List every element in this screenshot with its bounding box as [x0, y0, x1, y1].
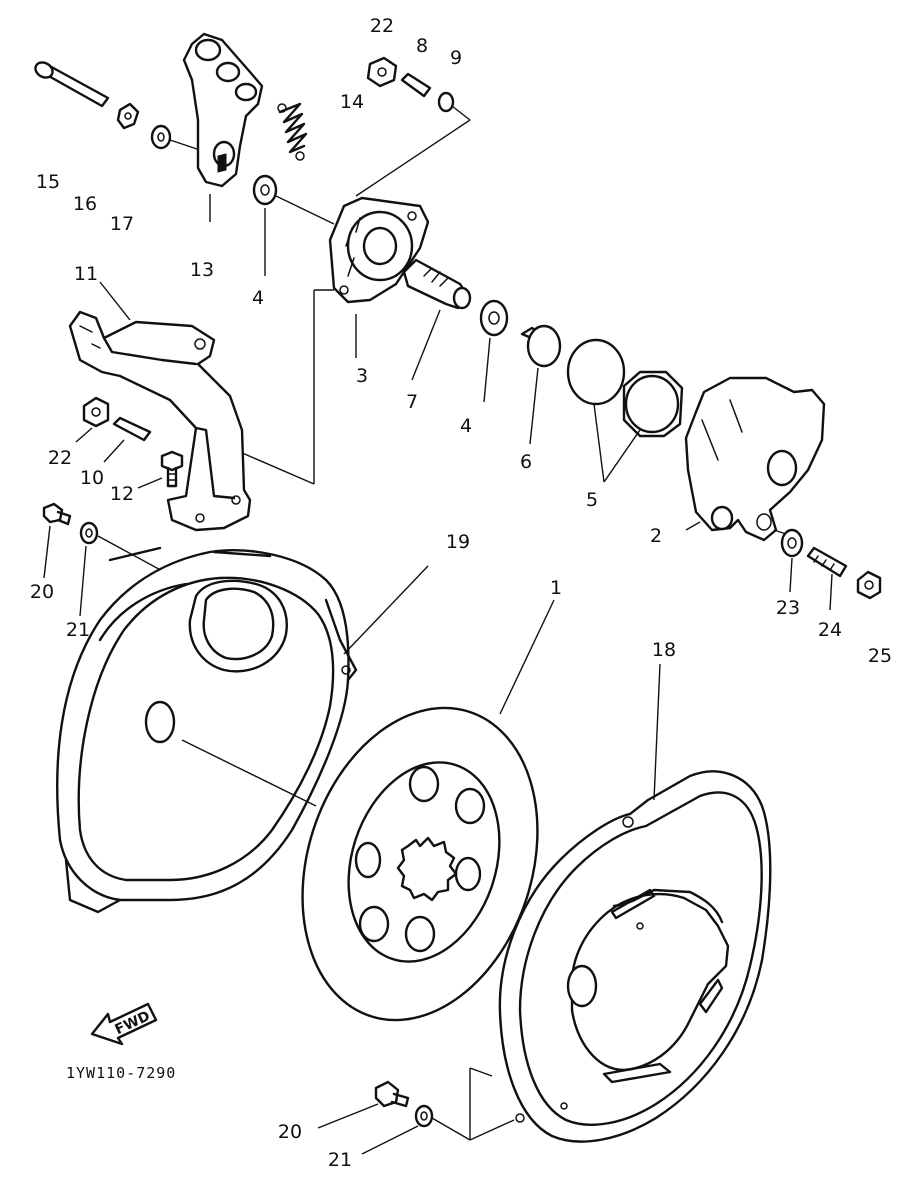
- callout-22-top: 22: [370, 15, 394, 37]
- part-20-bolt-lower: [374, 1080, 410, 1108]
- part-9-clip: [437, 91, 455, 113]
- part-24-stud: [806, 546, 848, 578]
- callout-labels: 15 16 17 13 22 8 9 14 4 3 7 4 6 5 2 11 2…: [30, 15, 892, 1171]
- callout-2: 2: [650, 525, 662, 547]
- callout-21-upper: 21: [66, 619, 90, 641]
- part-21-washer-upper: [79, 521, 99, 545]
- callout-22-left: 22: [48, 447, 72, 469]
- part-25-nut: [856, 570, 882, 600]
- part-3-caliper-plate: [328, 196, 430, 304]
- callout-4-upper: 4: [252, 287, 264, 309]
- callout-3: 3: [356, 365, 368, 387]
- part-23-washer: [780, 528, 804, 558]
- callout-8: 8: [416, 35, 428, 57]
- callout-17: 17: [110, 213, 134, 235]
- callout-13: 13: [190, 259, 214, 281]
- callout-12: 12: [110, 483, 134, 505]
- callout-14: 14: [340, 91, 364, 113]
- callout-6: 6: [520, 451, 532, 473]
- part-5-brake-pads: [566, 338, 684, 438]
- callout-1: 1: [550, 577, 562, 599]
- part-2-caliper-housing: [684, 376, 826, 542]
- callout-7: 7: [406, 391, 418, 413]
- fwd-arrow-icon: FWD: [90, 1002, 158, 1046]
- callout-15: 15: [36, 171, 60, 193]
- part-20-bolt-upper: [42, 502, 72, 526]
- callout-18: 18: [652, 639, 676, 661]
- part-22-nut-top: [366, 56, 398, 88]
- callout-9: 9: [450, 47, 462, 69]
- callout-25: 25: [868, 645, 892, 667]
- part-6-plug: [520, 324, 562, 368]
- callout-16: 16: [73, 193, 97, 215]
- callout-23: 23: [776, 597, 800, 619]
- part-4-washer-middle: [479, 299, 509, 337]
- part-8-pin: [400, 72, 432, 98]
- callout-24: 24: [818, 619, 842, 641]
- callout-4-middle: 4: [460, 415, 472, 437]
- part-13-brake-lever: [182, 32, 264, 188]
- part-12-bolt: [160, 450, 184, 488]
- callout-11: 11: [74, 263, 98, 285]
- part-10-pin: [112, 416, 152, 442]
- part-18-shield: [498, 770, 772, 1143]
- part-1-brake-disc: [301, 706, 539, 1022]
- part-11-bracket: [68, 310, 252, 532]
- part-22-nut-left: [82, 396, 110, 428]
- callout-20-upper: 20: [30, 581, 54, 603]
- part-21-washer-lower: [414, 1104, 434, 1128]
- part-16-nut: [116, 102, 140, 130]
- part-4-washer-upper: [252, 174, 278, 206]
- callout-19: 19: [446, 531, 470, 553]
- part-15-bolt: [34, 61, 110, 108]
- callout-5: 5: [586, 489, 598, 511]
- callout-10: 10: [80, 467, 104, 489]
- part-19-brake-cover: [56, 546, 358, 914]
- part-17-washer: [150, 124, 172, 150]
- callout-20-lower: 20: [278, 1121, 302, 1143]
- part-14-spring: [277, 102, 308, 161]
- callout-21-lower: 21: [328, 1149, 352, 1171]
- part-7-shaft: [402, 258, 472, 310]
- drawing-code: 1YW110-7290: [66, 1064, 176, 1082]
